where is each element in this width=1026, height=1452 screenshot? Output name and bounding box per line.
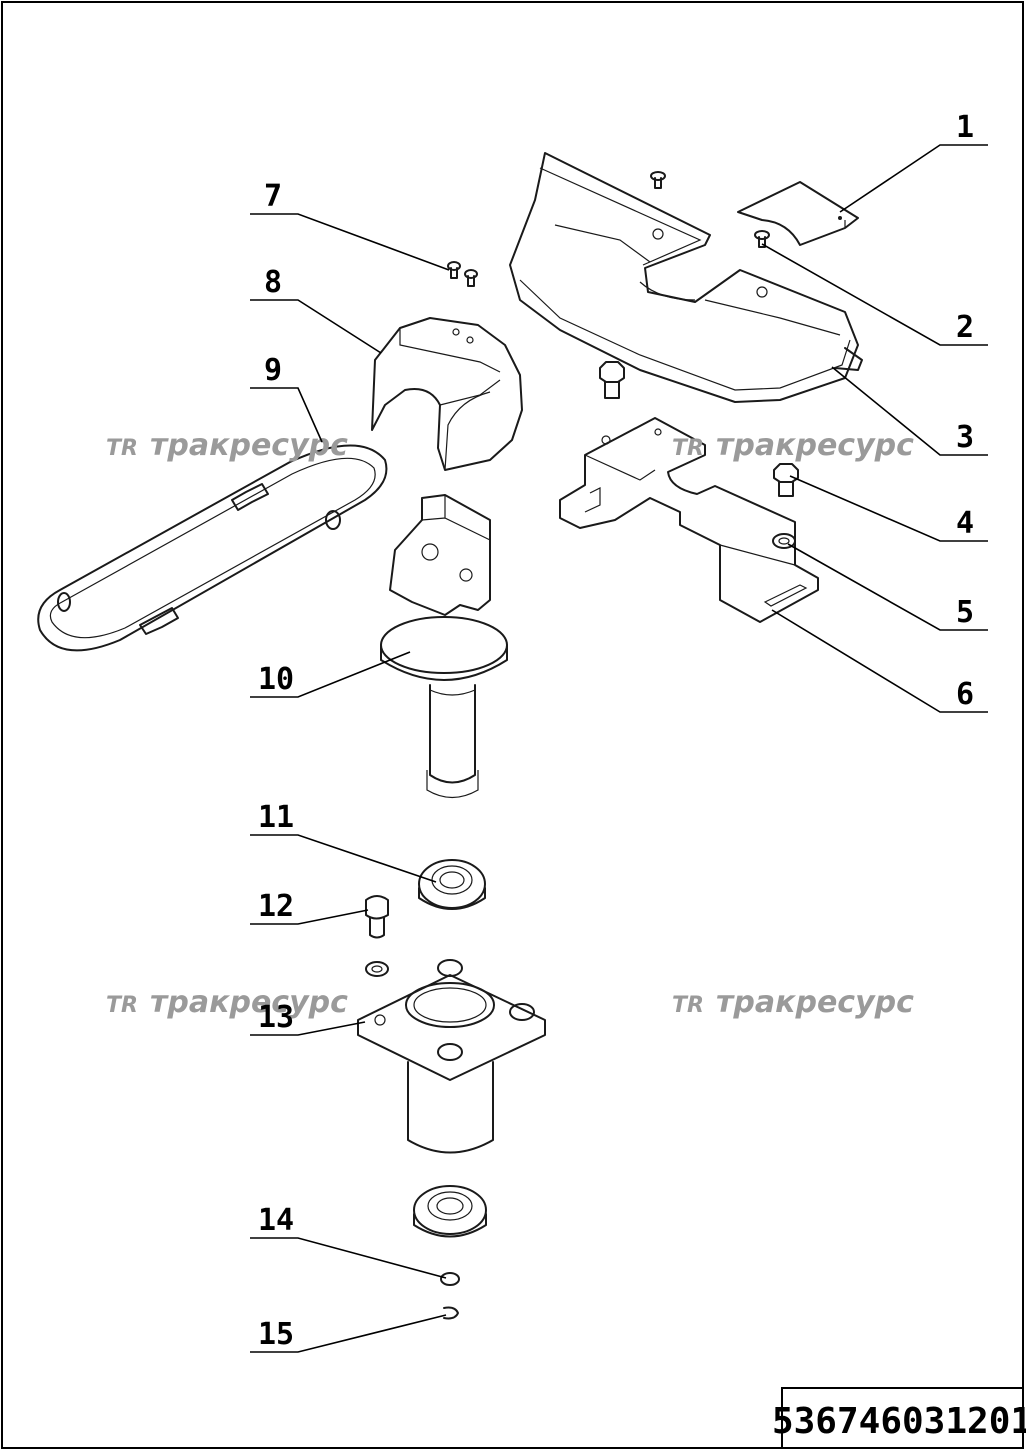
svg-text:8: 8 bbox=[264, 265, 282, 300]
part-2-screw bbox=[650, 171, 770, 248]
svg-text:тракресурс: тракресурс bbox=[716, 428, 914, 463]
svg-text:11: 11 bbox=[258, 800, 294, 835]
part-10-pivot-shaft bbox=[380, 494, 508, 799]
svg-text:3: 3 bbox=[956, 420, 974, 455]
callout-5: 5 bbox=[787, 543, 988, 631]
part-13-flange-housing bbox=[357, 959, 546, 1154]
svg-text:1: 1 bbox=[956, 110, 974, 145]
svg-text:14: 14 bbox=[258, 1203, 294, 1238]
watermark-top-right: TR тракресурс bbox=[672, 428, 914, 463]
callout-1: 1 bbox=[839, 110, 988, 213]
part-8-guard bbox=[371, 317, 523, 471]
callout-8: 8 bbox=[250, 265, 382, 354]
svg-text:TR: TR bbox=[106, 436, 138, 461]
svg-text:TR: TR bbox=[672, 993, 704, 1018]
part-9-cable-loop bbox=[37, 444, 388, 652]
part-1-plate bbox=[737, 181, 859, 246]
document-code: 536746031201 bbox=[772, 1401, 1026, 1442]
svg-text:10: 10 bbox=[258, 662, 294, 697]
part-7-small-screw bbox=[447, 261, 478, 287]
callout-3: 3 bbox=[831, 366, 988, 456]
callout-10: 10 bbox=[250, 651, 411, 698]
part-15-retaining-ring bbox=[443, 1306, 459, 1320]
part-11-bearing bbox=[418, 859, 486, 910]
callout-2: 2 bbox=[761, 243, 988, 346]
callout-13: 13 bbox=[250, 1000, 366, 1036]
svg-text:7: 7 bbox=[264, 179, 282, 214]
callout-7: 7 bbox=[250, 179, 450, 271]
svg-text:15: 15 bbox=[258, 1317, 294, 1352]
watermark-mid-right: TR тракресурс bbox=[672, 985, 914, 1020]
callout-15: 15 bbox=[250, 1314, 447, 1353]
callout-9: 9 bbox=[250, 353, 323, 443]
svg-text:6: 6 bbox=[956, 677, 974, 712]
callout-6: 6 bbox=[771, 609, 988, 713]
callout-12: 12 bbox=[250, 889, 369, 925]
part-3-cover-housing bbox=[509, 152, 863, 403]
watermark-top-left: TR тракресурс bbox=[106, 428, 348, 463]
watermark-mid-left: TR тракресурс bbox=[106, 985, 348, 1020]
svg-text:TR: TR bbox=[106, 993, 138, 1018]
svg-text:тракресурс: тракресурс bbox=[716, 985, 914, 1020]
svg-text:тракресурс: тракресурс bbox=[150, 985, 348, 1020]
title-block: 536746031201 bbox=[772, 1387, 1026, 1449]
part-14-lower-bearing bbox=[413, 1185, 487, 1286]
part-4-hex-bolt bbox=[599, 361, 799, 497]
part-12-cap-screw bbox=[365, 895, 389, 977]
svg-text:тракресурс: тракресурс bbox=[150, 428, 348, 463]
svg-text:13: 13 bbox=[258, 1000, 294, 1035]
svg-text:2: 2 bbox=[956, 310, 974, 345]
svg-text:4: 4 bbox=[956, 506, 974, 541]
part-6-bracket bbox=[559, 417, 819, 623]
svg-text:9: 9 bbox=[264, 353, 282, 388]
svg-text:5: 5 bbox=[956, 595, 974, 630]
svg-text:TR: TR bbox=[672, 436, 704, 461]
svg-text:12: 12 bbox=[258, 889, 294, 924]
callout-4: 4 bbox=[789, 475, 988, 542]
callout-14: 14 bbox=[250, 1203, 447, 1279]
callout-11: 11 bbox=[250, 800, 437, 883]
